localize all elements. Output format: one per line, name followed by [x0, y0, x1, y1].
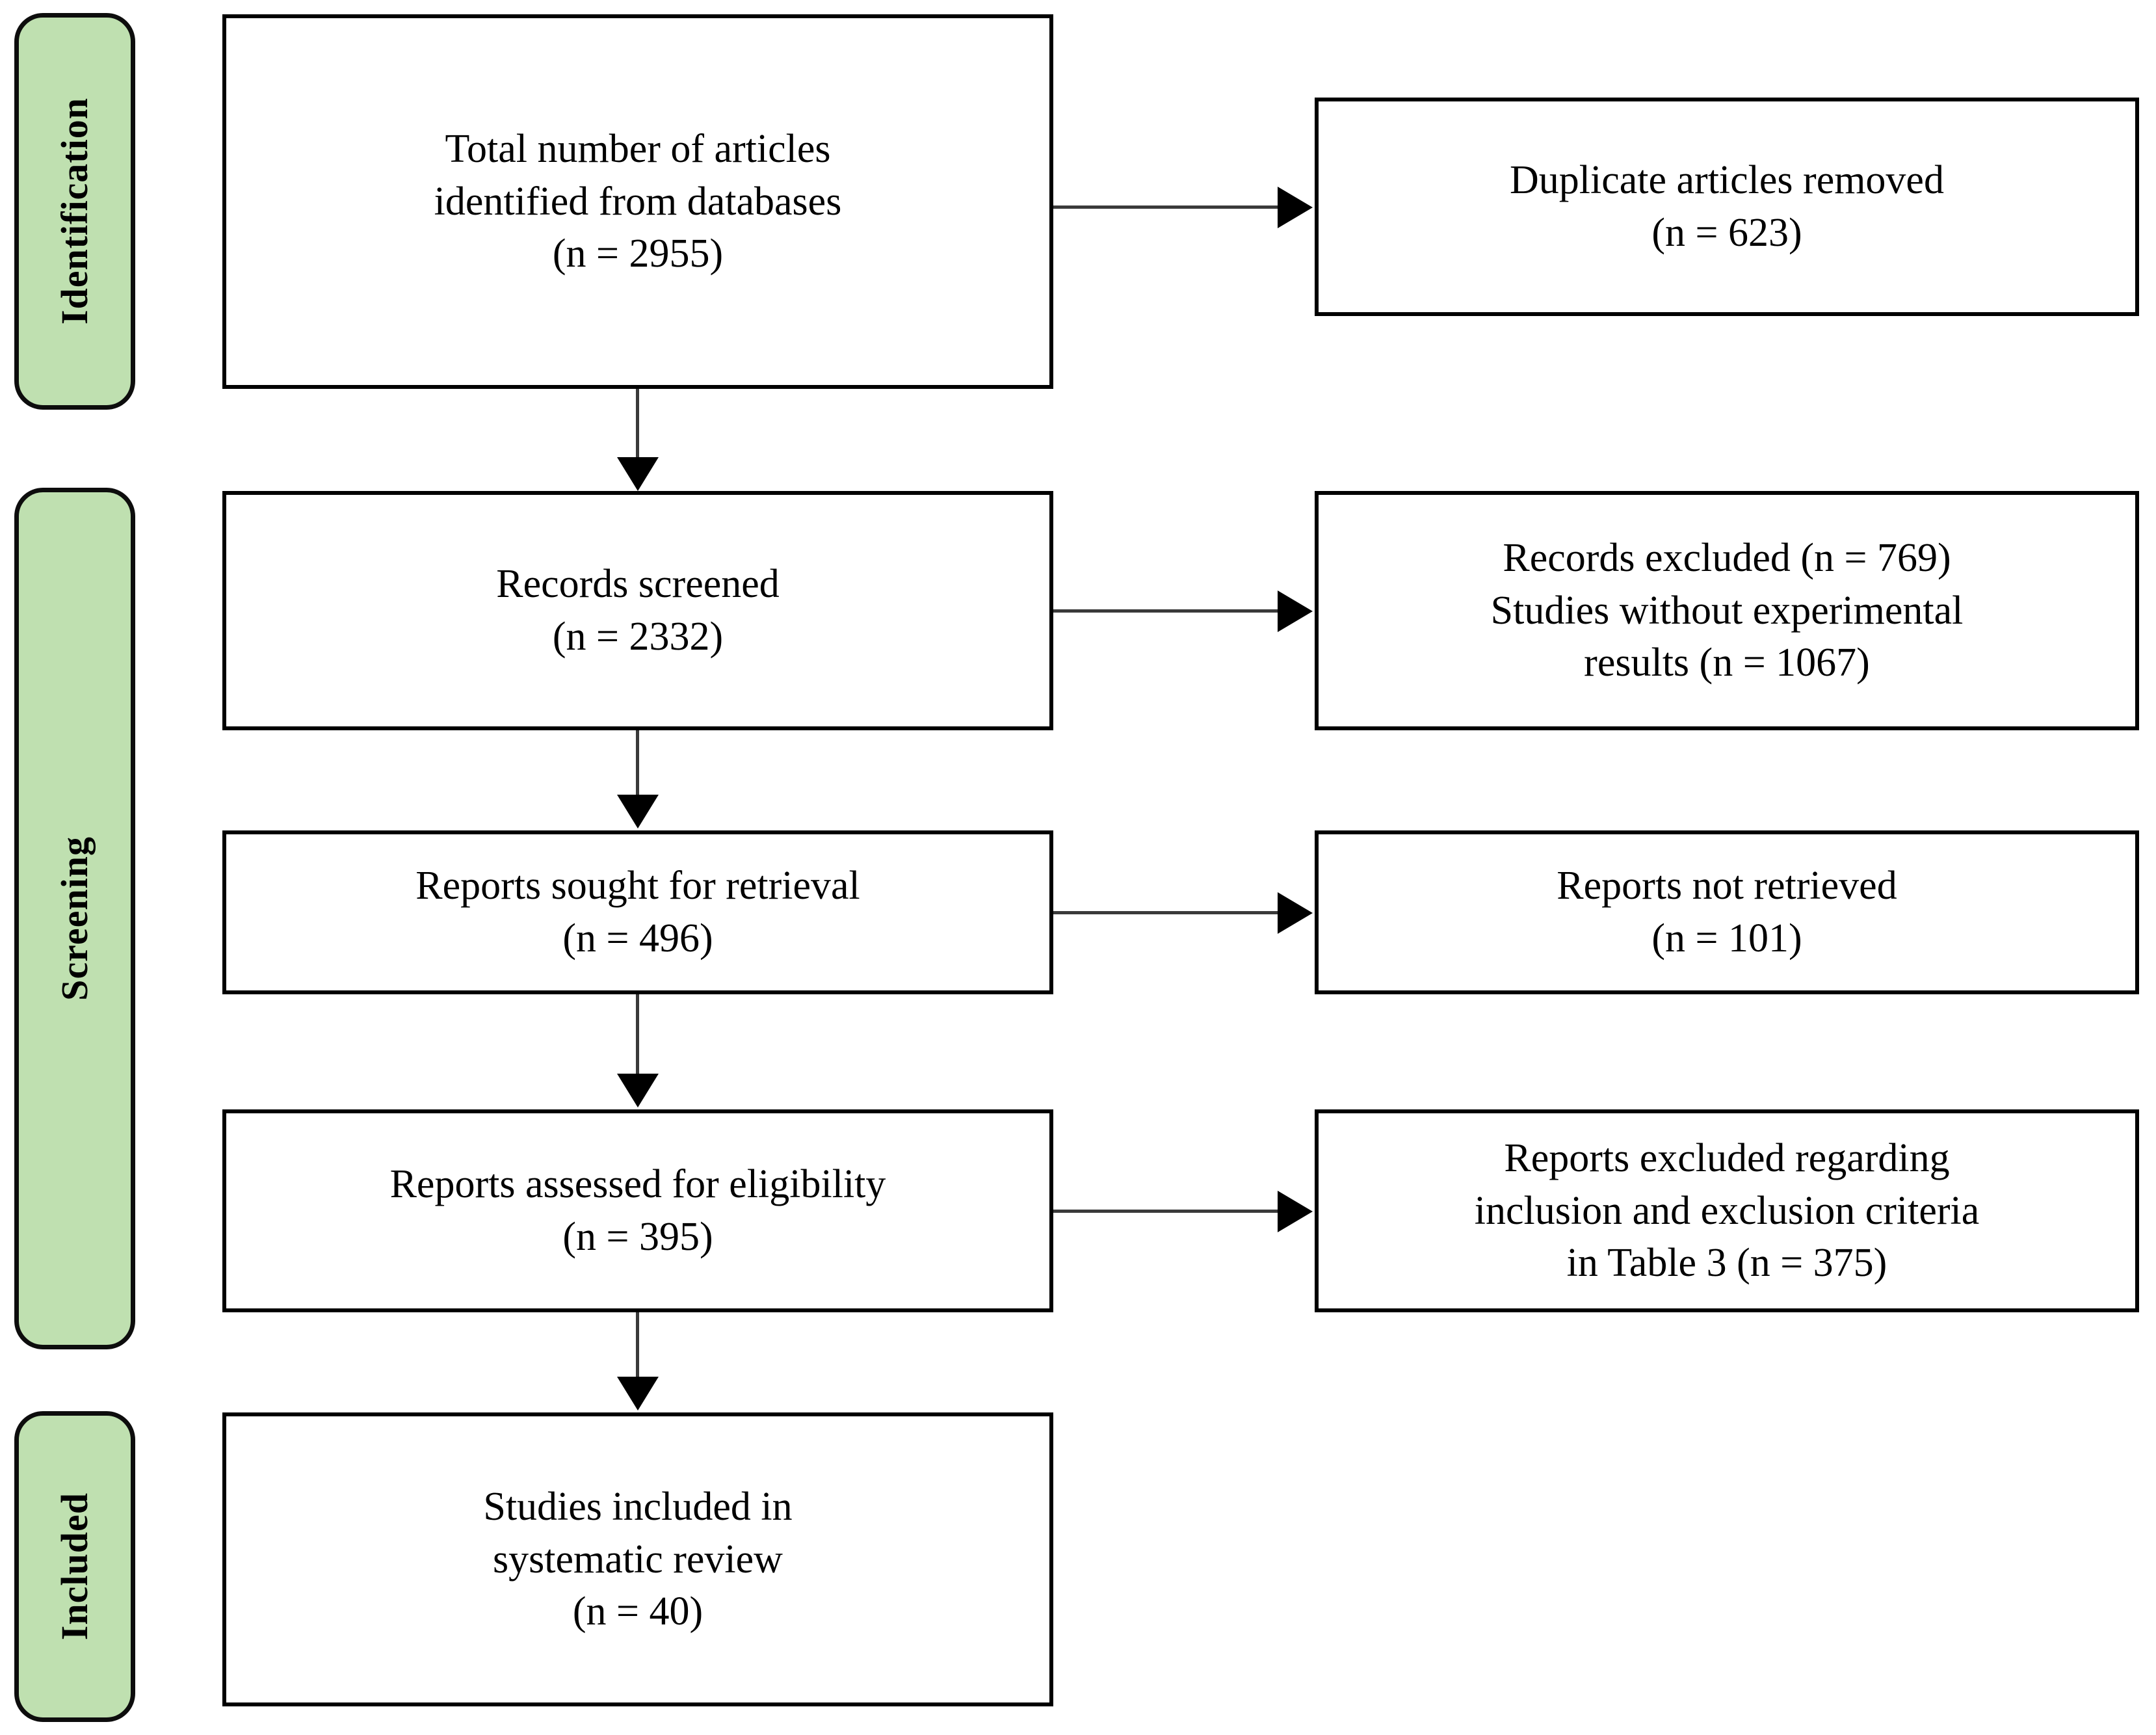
connector-assessed-to-reports-excluded-line	[1053, 1210, 1280, 1213]
box-reports-assessed-for-eligibility: Reports assessed for eligibility (n = 39…	[222, 1109, 1053, 1312]
box-duplicate-articles-removed: Duplicate articles removed (n = 623)	[1315, 98, 2139, 316]
stage-label-included: Included	[14, 1411, 135, 1722]
box-reports-excluded-text: Reports excluded regarding inclusion and…	[1474, 1136, 1980, 1286]
box-records-excluded: Records excluded (n = 769) Studies witho…	[1315, 491, 2139, 730]
connector-assessed-to-included-arrow-icon	[617, 1377, 659, 1411]
connector-sought-to-not-retrieved-line	[1053, 911, 1280, 914]
box-records-screened: Records screened (n = 2332)	[222, 491, 1053, 730]
stage-label-screening-text: Screening	[53, 836, 96, 1001]
connector-assessed-to-reports-excluded-arrow-icon	[1278, 1191, 1313, 1232]
connector-screened-to-records-excluded-line	[1053, 609, 1280, 613]
connector-assessed-to-included-line	[636, 1312, 639, 1377]
connector-screened-to-records-excluded-arrow-icon	[1278, 590, 1313, 632]
connector-identified-to-screened-arrow-icon	[617, 457, 659, 491]
box-reports-sought-for-retrieval-text: Reports sought for retrieval (n = 496)	[415, 864, 860, 960]
box-articles-identified: Total number of articles identified from…	[222, 14, 1053, 389]
connector-identified-to-screened-line	[636, 389, 639, 460]
box-records-screened-text: Records screened (n = 2332)	[496, 562, 780, 659]
stage-label-screening: Screening	[14, 488, 135, 1349]
box-records-excluded-text: Records excluded (n = 769) Studies witho…	[1490, 536, 1964, 685]
box-reports-assessed-for-eligibility-text: Reports assessed for eligibility (n = 39…	[389, 1162, 886, 1259]
stage-label-identification-text: Identification	[53, 98, 96, 325]
box-articles-identified-text: Total number of articles identified from…	[434, 127, 842, 276]
connector-sought-to-not-retrieved-arrow-icon	[1278, 892, 1313, 934]
connector-screened-to-sought-line	[636, 730, 639, 795]
connector-sought-to-assessed-line	[636, 994, 639, 1076]
connector-screened-to-sought-arrow-icon	[617, 795, 659, 828]
box-reports-sought-for-retrieval: Reports sought for retrieval (n = 496)	[222, 830, 1053, 994]
box-reports-not-retrieved: Reports not retrieved (n = 101)	[1315, 830, 2139, 994]
stage-label-identification: Identification	[14, 13, 135, 410]
box-studies-included: Studies included in systematic review (n…	[222, 1412, 1053, 1706]
stage-label-included-text: Included	[53, 1492, 96, 1641]
box-studies-included-text: Studies included in systematic review (n…	[483, 1485, 793, 1634]
box-reports-excluded: Reports excluded regarding inclusion and…	[1315, 1109, 2139, 1312]
box-duplicate-articles-removed-text: Duplicate articles removed (n = 623)	[1510, 158, 1944, 255]
connector-identified-to-duplicates-line	[1053, 205, 1280, 209]
connector-identified-to-duplicates-arrow-icon	[1278, 187, 1313, 228]
box-reports-not-retrieved-text: Reports not retrieved (n = 101)	[1557, 864, 1897, 960]
connector-sought-to-assessed-arrow-icon	[617, 1074, 659, 1107]
